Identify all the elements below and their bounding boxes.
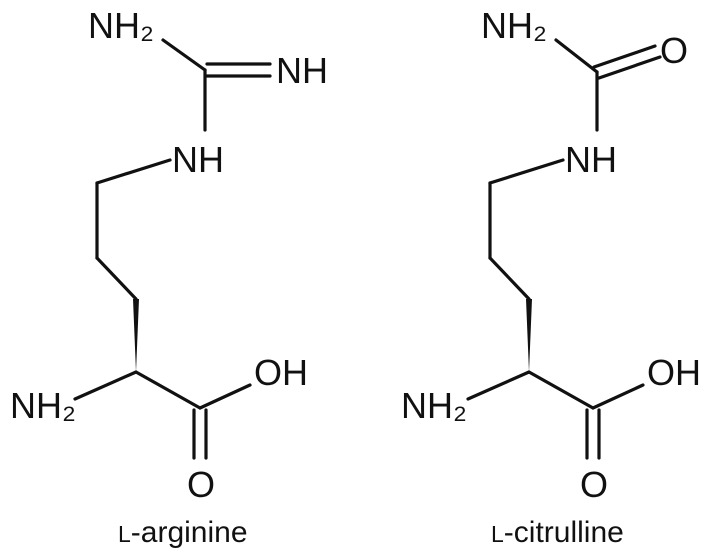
carbonyl-oxygen: O [187,464,215,505]
hydroxyl-oh: OH [647,352,701,393]
carbonyl-oxygen: O [580,464,608,505]
amine-nh2-top: NH₂ [88,5,154,46]
secondary-amine-nh: NH [172,139,224,180]
bond-chain-2 [95,256,138,301]
bond-carboxyl-oh [198,383,252,410]
molecule-name: L-citrulline [491,516,624,549]
stereo-prefix: L [118,521,131,547]
stereo-prefix: L [491,521,504,547]
alpha-amine-nh2: NH₂ [10,385,76,426]
bond-alpha-amine [466,370,531,401]
bond-h2n-c [554,38,599,74]
alpha-amine-nh2: NH₂ [401,385,467,426]
bond-c-o-double-1 [592,44,657,69]
carbonyl-oxygen-top: O [660,30,688,71]
amine-nh2-top: NH₂ [481,5,547,46]
name-text: -arginine [131,516,248,549]
secondary-amine-nh: NH [565,139,617,180]
imine-nh-label: NH [276,50,328,91]
molecule-citrulline: NH₂ O NH OH NH₂ O L-citrulline [401,5,701,549]
wedge-bond [133,299,139,372]
molecule-name: L-arginine [118,516,248,549]
molecule-arginine: NH₂ NH NH OH NH₂ O L-arginine [10,5,328,549]
bond-nh-chain [95,158,172,185]
name-text: -citrulline [504,516,624,549]
bond-alpha-carboxyl [527,370,595,410]
bond-carboxyl-oh [591,383,645,410]
bond-nh-chain [488,158,565,185]
wedge-bond [526,299,532,372]
hydroxyl-oh: OH [254,352,308,393]
bond-alpha-carboxyl [134,370,202,410]
bond-chain-2 [488,256,531,301]
bond-c-o-double-2 [597,55,662,80]
bond-alpha-amine [73,370,138,401]
bond-h2n-c [161,38,207,72]
